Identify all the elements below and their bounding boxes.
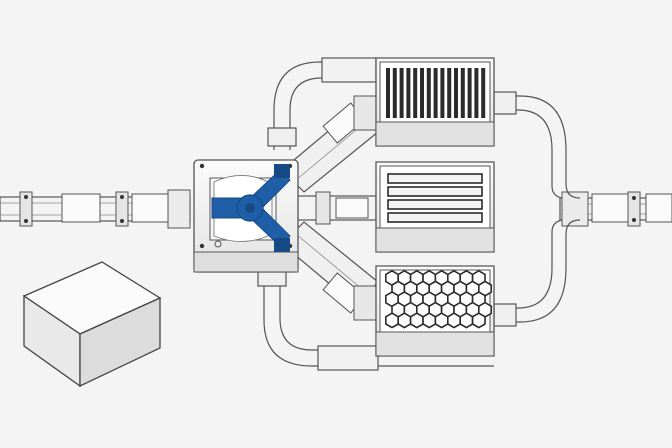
upper-left-duct xyxy=(267,57,377,150)
right-conveyor xyxy=(559,191,672,227)
right-return-duct xyxy=(493,91,581,327)
plate xyxy=(387,173,483,184)
fin xyxy=(460,68,465,118)
hex-cell xyxy=(459,312,474,329)
lower-link-arm xyxy=(281,221,379,321)
fin xyxy=(481,68,486,118)
hex-cell xyxy=(434,312,449,329)
hex-cell xyxy=(471,312,486,329)
hex-cell xyxy=(397,312,412,329)
fin xyxy=(399,68,404,118)
vertical-fins xyxy=(386,68,486,118)
fin xyxy=(454,68,458,118)
fin xyxy=(426,68,431,118)
hex-cell xyxy=(446,312,462,329)
plate xyxy=(387,186,483,197)
plate xyxy=(387,212,483,223)
hex-cell xyxy=(384,312,400,329)
controller-box xyxy=(22,261,162,388)
fin xyxy=(474,68,479,118)
hex-cell xyxy=(422,312,437,329)
upper-chamber xyxy=(375,57,495,147)
fin xyxy=(467,68,472,118)
robot-arm xyxy=(211,164,291,252)
fin xyxy=(386,68,390,118)
lower-chamber xyxy=(375,265,495,357)
center-link xyxy=(295,191,377,225)
fin xyxy=(420,68,424,118)
fin xyxy=(440,68,445,118)
middle-chamber xyxy=(375,161,495,253)
fin xyxy=(406,68,411,118)
fin xyxy=(413,68,418,118)
fin xyxy=(392,68,397,118)
horizontal-plates xyxy=(387,173,483,223)
hexagonal-cells xyxy=(384,269,493,329)
plate xyxy=(387,199,483,210)
hex-cell xyxy=(409,312,424,329)
fin xyxy=(447,68,452,118)
fin xyxy=(433,68,438,118)
left-conveyor xyxy=(0,189,191,229)
